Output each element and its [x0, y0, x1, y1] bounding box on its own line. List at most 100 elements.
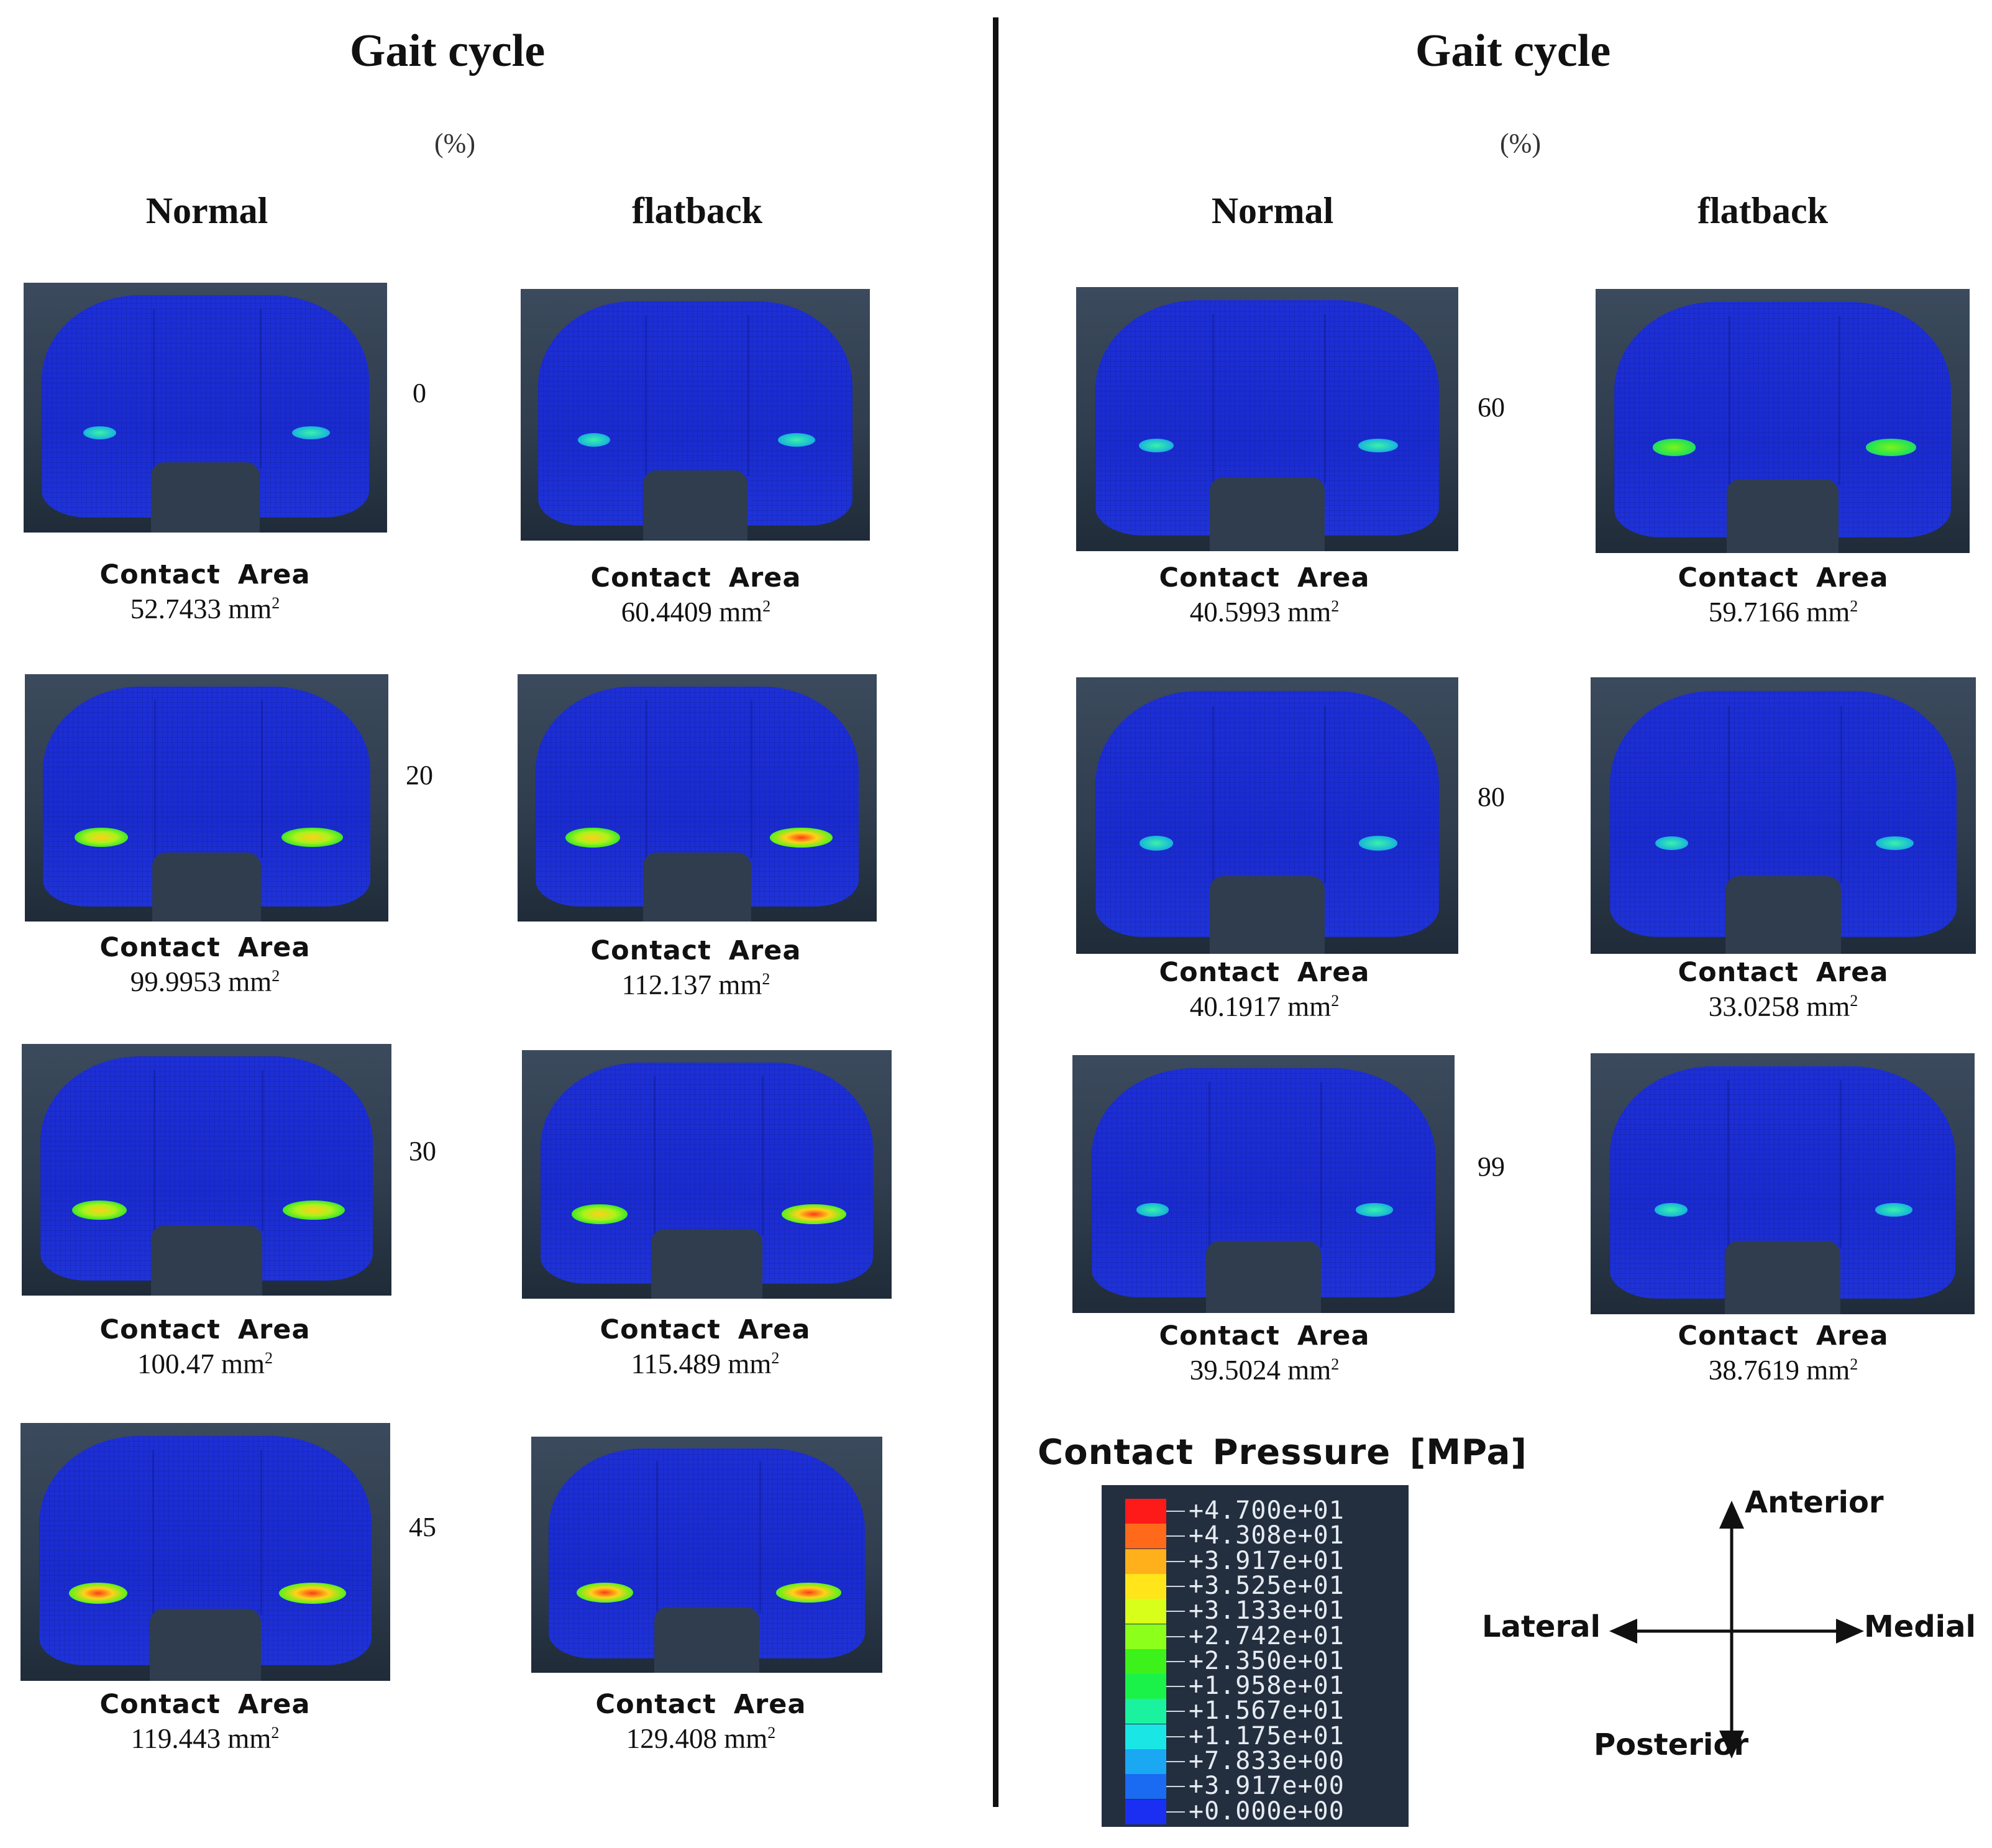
area-unit-exponent: 2: [265, 1349, 273, 1367]
legend-swatch: [1125, 1774, 1166, 1800]
orient-posterior: Posterior: [1594, 1727, 1748, 1762]
area-number: 33.0258: [1708, 991, 1807, 1022]
contact-spot-lateral: [1655, 836, 1688, 851]
post-notch: [1206, 1240, 1321, 1313]
right-unit: (%): [1500, 128, 1541, 158]
legend-entry: +4.308e+01: [1102, 1521, 1409, 1550]
contact-area-value: 129.408 mm2: [483, 1722, 918, 1755]
legend-entry: +4.700e+01: [1102, 1496, 1409, 1525]
area-unit: mm: [728, 1348, 772, 1379]
contact-area-caption: Contact Area: [1159, 957, 1370, 988]
post-notch: [150, 1608, 261, 1681]
gait-percent-45: 45: [409, 1512, 436, 1542]
contact-spot-lateral: [571, 1204, 628, 1224]
legend-value: +3.917e+01: [1189, 1546, 1345, 1575]
gait-percent-80: 80: [1478, 782, 1505, 812]
contact-area-caption: Contact Area: [99, 1689, 311, 1720]
contact-spot-medial: [777, 432, 816, 447]
contact-area-caption: Contact Area: [1678, 957, 1889, 988]
contact-spot-lateral: [72, 1200, 127, 1220]
contact-area-caption: Contact Area: [99, 1314, 311, 1345]
gait-percent-99: 99: [1478, 1151, 1505, 1182]
contact-spot-medial: [781, 1204, 847, 1224]
contact-panel-flatback-4: [1596, 289, 1970, 553]
legend-tick: [1166, 1660, 1185, 1662]
post-notch: [1210, 477, 1325, 551]
post-notch: [1725, 876, 1841, 954]
area-number: 129.408: [626, 1723, 724, 1754]
area-unit: mm: [1806, 991, 1850, 1022]
area-number: 52.7433: [130, 593, 229, 624]
legend-tick: [1166, 1535, 1185, 1537]
contact-area-value: 99.9953 mm2: [0, 966, 423, 998]
legend-swatch: [1125, 1699, 1166, 1724]
legend-swatch: [1125, 1724, 1166, 1749]
contact-panel-normal-4: [1076, 287, 1458, 551]
legend-tick: [1166, 1711, 1185, 1713]
legend-tick: [1166, 1585, 1185, 1587]
contact-area-value: 115.489 mm2: [488, 1348, 923, 1380]
area-unit-exponent: 2: [271, 1724, 280, 1742]
contact-area-caption: Contact Area: [99, 559, 311, 590]
contact-spot-medial: [769, 827, 833, 848]
contact-spot-medial: [1875, 1203, 1913, 1217]
legend-value: +3.133e+01: [1189, 1596, 1345, 1626]
contact-area-value: 52.7433 mm2: [0, 593, 423, 625]
contact-panel-normal-2: [22, 1044, 391, 1296]
contact-area-caption: Contact Area: [99, 932, 311, 963]
area-unit: mm: [1287, 991, 1332, 1022]
area-number: 38.7619: [1708, 1355, 1807, 1386]
legend-entry: +7.833e+00: [1102, 1747, 1409, 1775]
legend-entry: +3.917e+00: [1102, 1772, 1409, 1800]
insert-ridge: [645, 314, 749, 477]
contact-spot-lateral: [577, 1582, 634, 1603]
area-unit-exponent: 2: [1331, 1355, 1340, 1373]
post-notch: [1210, 876, 1325, 954]
contact-area-value: 100.47 mm2: [0, 1348, 423, 1380]
legend-entry: +0.000e+00: [1102, 1797, 1409, 1826]
right-col-normal: Normal: [1211, 190, 1334, 231]
legend-swatch: [1125, 1499, 1166, 1524]
area-number: 40.5993: [1189, 597, 1288, 628]
legend-tick: [1166, 1736, 1185, 1737]
legend-tick: [1166, 1511, 1185, 1512]
area-number: 60.4409: [621, 597, 720, 628]
gait-percent-0: 0: [413, 378, 426, 408]
area-unit-exponent: 2: [1331, 597, 1340, 615]
legend-entry: +3.133e+01: [1102, 1596, 1409, 1626]
contact-area-value: 40.1917 mm2: [1047, 990, 1482, 1023]
legend-entry: +1.567e+01: [1102, 1696, 1409, 1725]
area-unit: mm: [718, 969, 762, 1000]
column-divider: [993, 17, 998, 1807]
contact-area-value: 112.137 mm2: [478, 969, 913, 1001]
contact-panel-flatback-3: [531, 1437, 882, 1673]
contact-panel-flatback-6: [1591, 1053, 1975, 1314]
contact-area-value: 33.0258 mm2: [1566, 990, 1992, 1023]
legend-tick: [1166, 1786, 1185, 1788]
gait-percent-30: 30: [409, 1136, 436, 1166]
contact-area-value: 39.5024 mm2: [1047, 1354, 1482, 1386]
area-unit: mm: [724, 1723, 768, 1754]
area-unit: mm: [719, 597, 763, 628]
legend-swatch: [1125, 1599, 1166, 1624]
contact-area-value: 119.443 mm2: [0, 1722, 423, 1755]
area-unit: mm: [1287, 1355, 1332, 1386]
contact-area-caption: Contact Area: [1159, 1320, 1370, 1352]
insert-ridge: [1729, 316, 1840, 486]
post-notch: [651, 1229, 762, 1299]
legend-value: +4.700e+01: [1189, 1496, 1345, 1525]
contact-spot-medial: [282, 1200, 345, 1220]
area-number: 99.9953: [130, 966, 229, 997]
contact-spot-lateral: [577, 432, 611, 447]
contact-area-caption: Contact Area: [1159, 562, 1370, 593]
legend-swatch: [1125, 1799, 1166, 1824]
contact-area-caption: Contact Area: [590, 935, 802, 966]
insert-ridge: [153, 308, 262, 469]
